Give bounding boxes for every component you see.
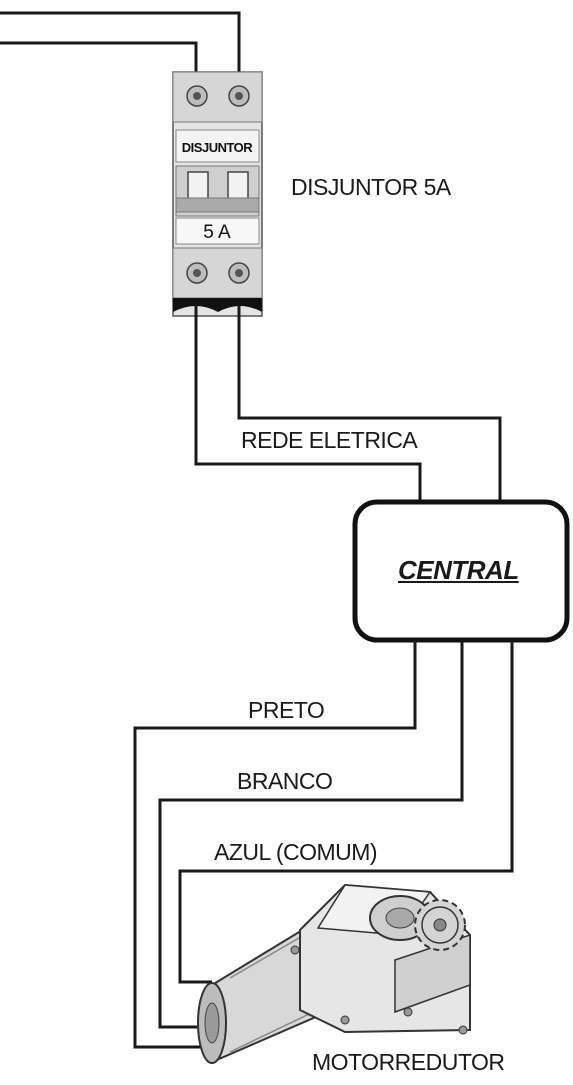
wire-black-label: PRETO <box>248 697 325 723</box>
wire-white-label: BRANCO <box>237 768 333 794</box>
din-rail-clip <box>173 298 262 312</box>
wire-black <box>133 640 417 1049</box>
network-label: REDE ELETRICA <box>241 427 418 453</box>
wire-blue-label: AZUL (COMUM) <box>214 839 378 865</box>
network-wire-left <box>194 305 422 503</box>
breaker-face-label: DISJUNTOR <box>182 140 253 155</box>
supply-wire-right <box>0 11 241 78</box>
gear-motor <box>197 883 471 1064</box>
wire-blue <box>178 640 514 984</box>
circuit-breaker: DISJUNTOR 5 A <box>172 71 263 317</box>
network-wire-right <box>237 305 502 503</box>
pinion-gear-icon <box>414 899 466 951</box>
central-label: CENTRAL <box>398 555 519 585</box>
wire-white <box>158 640 464 1029</box>
supply-wire-left <box>0 41 198 78</box>
breaker-rating-label: 5 A <box>203 222 231 243</box>
motor-label: MOTORREDUTOR <box>312 1049 505 1075</box>
breaker-caption: DISJUNTOR 5A <box>291 174 451 200</box>
